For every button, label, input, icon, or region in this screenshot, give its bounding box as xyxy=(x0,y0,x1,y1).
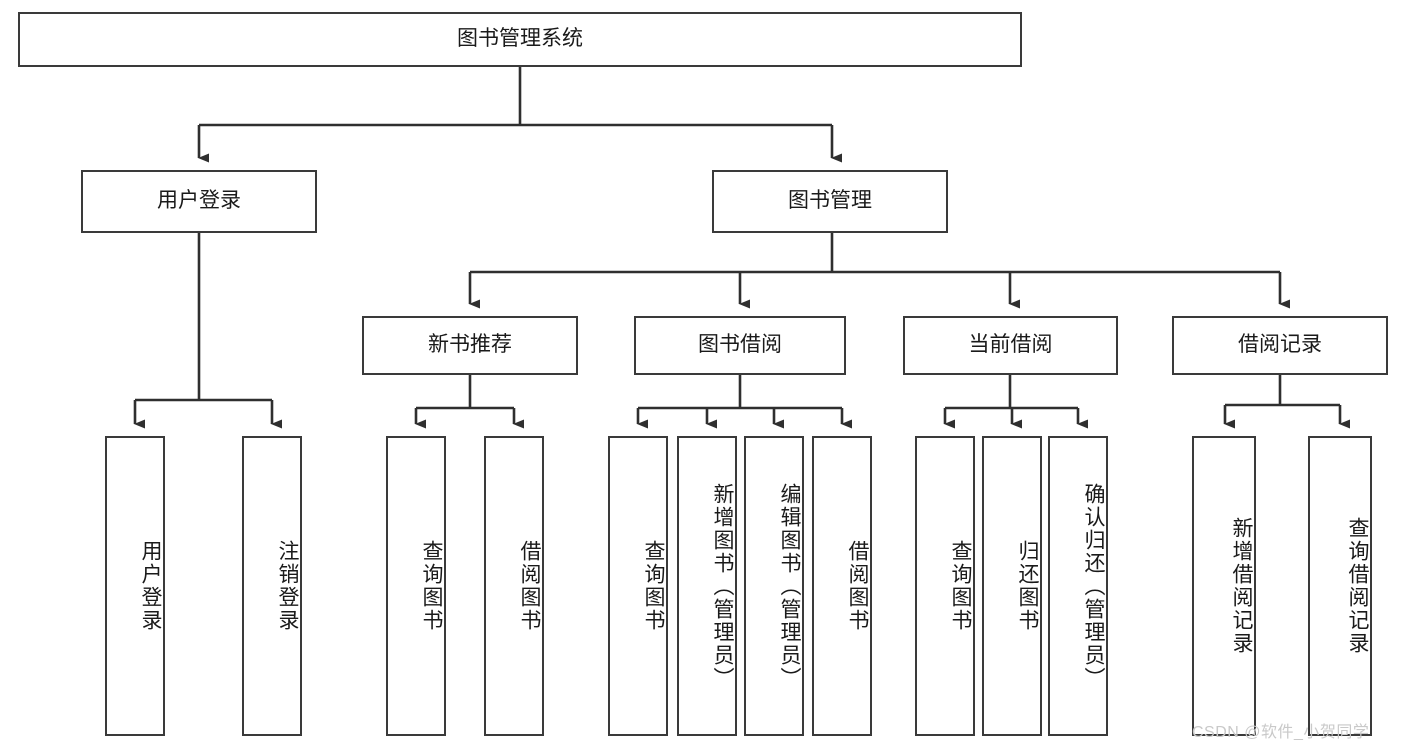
node-new-book-recommend[interactable]: 新书推荐 xyxy=(362,316,578,375)
leaf-user-login-logout[interactable]: 注销登录 xyxy=(242,436,302,736)
node-label: 编辑图书（管理员） xyxy=(778,482,801,690)
node-label: 新增图书（管理员） xyxy=(711,482,734,690)
node-borrow-record[interactable]: 借阅记录 xyxy=(1172,316,1388,375)
node-label: 图书管理系统 xyxy=(457,27,583,51)
leaf-current-borrow-confirm-return[interactable]: 确认归还（管理员） xyxy=(1048,436,1108,736)
leaf-book-borrow-edit[interactable]: 编辑图书（管理员） xyxy=(744,436,804,736)
node-label: 注销登录 xyxy=(276,540,299,632)
leaf-new-book-borrow[interactable]: 借阅图书 xyxy=(484,436,544,736)
leaf-book-borrow-borrow[interactable]: 借阅图书 xyxy=(812,436,872,736)
node-label: 用户登录 xyxy=(139,540,162,632)
leaf-current-borrow-return[interactable]: 归还图书 xyxy=(982,436,1042,736)
node-label: 新书推荐 xyxy=(428,333,512,357)
leaf-borrow-record-add[interactable]: 新增借阅记录 xyxy=(1192,436,1256,736)
node-label: 查询图书 xyxy=(420,540,443,632)
node-label: 确认归还（管理员） xyxy=(1082,482,1105,690)
csdn-watermark: CSDN @软件_小贺同学 xyxy=(1192,724,1370,741)
node-label: 当前借阅 xyxy=(968,333,1053,357)
leaf-borrow-record-query[interactable]: 查询借阅记录 xyxy=(1308,436,1372,736)
node-label: 用户登录 xyxy=(157,189,241,213)
node-book-borrow[interactable]: 图书借阅 xyxy=(634,316,846,375)
node-root-system[interactable]: 图书管理系统 xyxy=(18,12,1022,67)
node-label: 图书管理 xyxy=(788,189,872,213)
leaf-current-borrow-query[interactable]: 查询图书 xyxy=(915,436,975,736)
node-label: 查询图书 xyxy=(949,540,972,632)
node-label: 借阅记录 xyxy=(1238,333,1322,357)
node-book-management[interactable]: 图书管理 xyxy=(712,170,948,233)
node-current-borrow[interactable]: 当前借阅 xyxy=(903,316,1118,375)
node-label: 查询借阅记录 xyxy=(1346,517,1369,655)
node-label: 借阅图书 xyxy=(518,540,541,632)
node-user-login[interactable]: 用户登录 xyxy=(81,170,317,233)
leaf-user-login-do-login[interactable]: 用户登录 xyxy=(105,436,165,736)
leaf-book-borrow-query[interactable]: 查询图书 xyxy=(608,436,668,736)
node-label: 借阅图书 xyxy=(846,540,869,632)
leaf-book-borrow-add[interactable]: 新增图书（管理员） xyxy=(677,436,737,736)
node-label: 查询图书 xyxy=(642,540,665,632)
leaf-new-book-query[interactable]: 查询图书 xyxy=(386,436,446,736)
node-label: 图书借阅 xyxy=(698,333,782,357)
node-label: 归还图书 xyxy=(1016,540,1039,632)
node-label: 新增借阅记录 xyxy=(1230,517,1253,655)
